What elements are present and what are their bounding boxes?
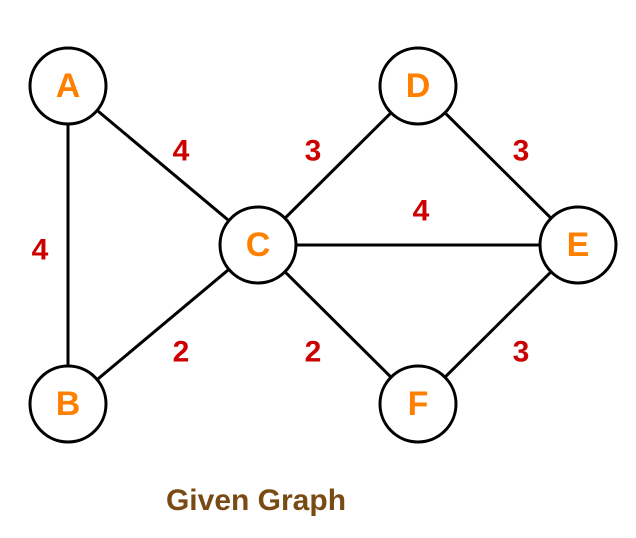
node-d: D: [378, 46, 458, 126]
node-c: C: [218, 205, 298, 285]
nodes-layer: A B C D E F: [28, 46, 618, 444]
edge-weight-c-d: 3: [305, 135, 322, 168]
node-label-b: B: [56, 385, 81, 423]
edge-b-c: [67, 243, 259, 406]
node-label-e: E: [567, 226, 590, 264]
node-circle-b: [28, 364, 108, 444]
node-circle-a: [28, 46, 108, 126]
node-label-a: A: [56, 67, 81, 105]
node-label-c: C: [246, 226, 271, 264]
edge-weight-b-c: 2: [173, 336, 190, 369]
node-circle-f: [378, 364, 458, 444]
node-label-f: F: [408, 385, 429, 423]
edge-weight-e-f: 3: [513, 336, 530, 369]
edge-weight-d-e: 3: [513, 135, 530, 168]
node-e: E: [538, 205, 618, 285]
node-circle-c: [218, 205, 298, 285]
node-circle-e: [538, 205, 618, 285]
node-circle-d: [378, 46, 458, 126]
edge-weight-a-b: 4: [32, 234, 49, 267]
edge-a-c: [67, 84, 259, 247]
node-label-d: D: [406, 67, 431, 105]
edge-weight-c-f: 2: [305, 336, 322, 369]
diagram-caption: Given Graph: [165, 484, 347, 517]
node-f: F: [378, 364, 458, 444]
edge-weight-a-c: 4: [173, 135, 190, 168]
node-a: A: [28, 46, 108, 126]
node-b: B: [28, 364, 108, 444]
edges-layer: [66, 84, 580, 406]
edge-weights-layer: 4 4 2 3 4 2 3 3: [32, 135, 530, 369]
edge-weight-c-e: 4: [413, 195, 430, 228]
